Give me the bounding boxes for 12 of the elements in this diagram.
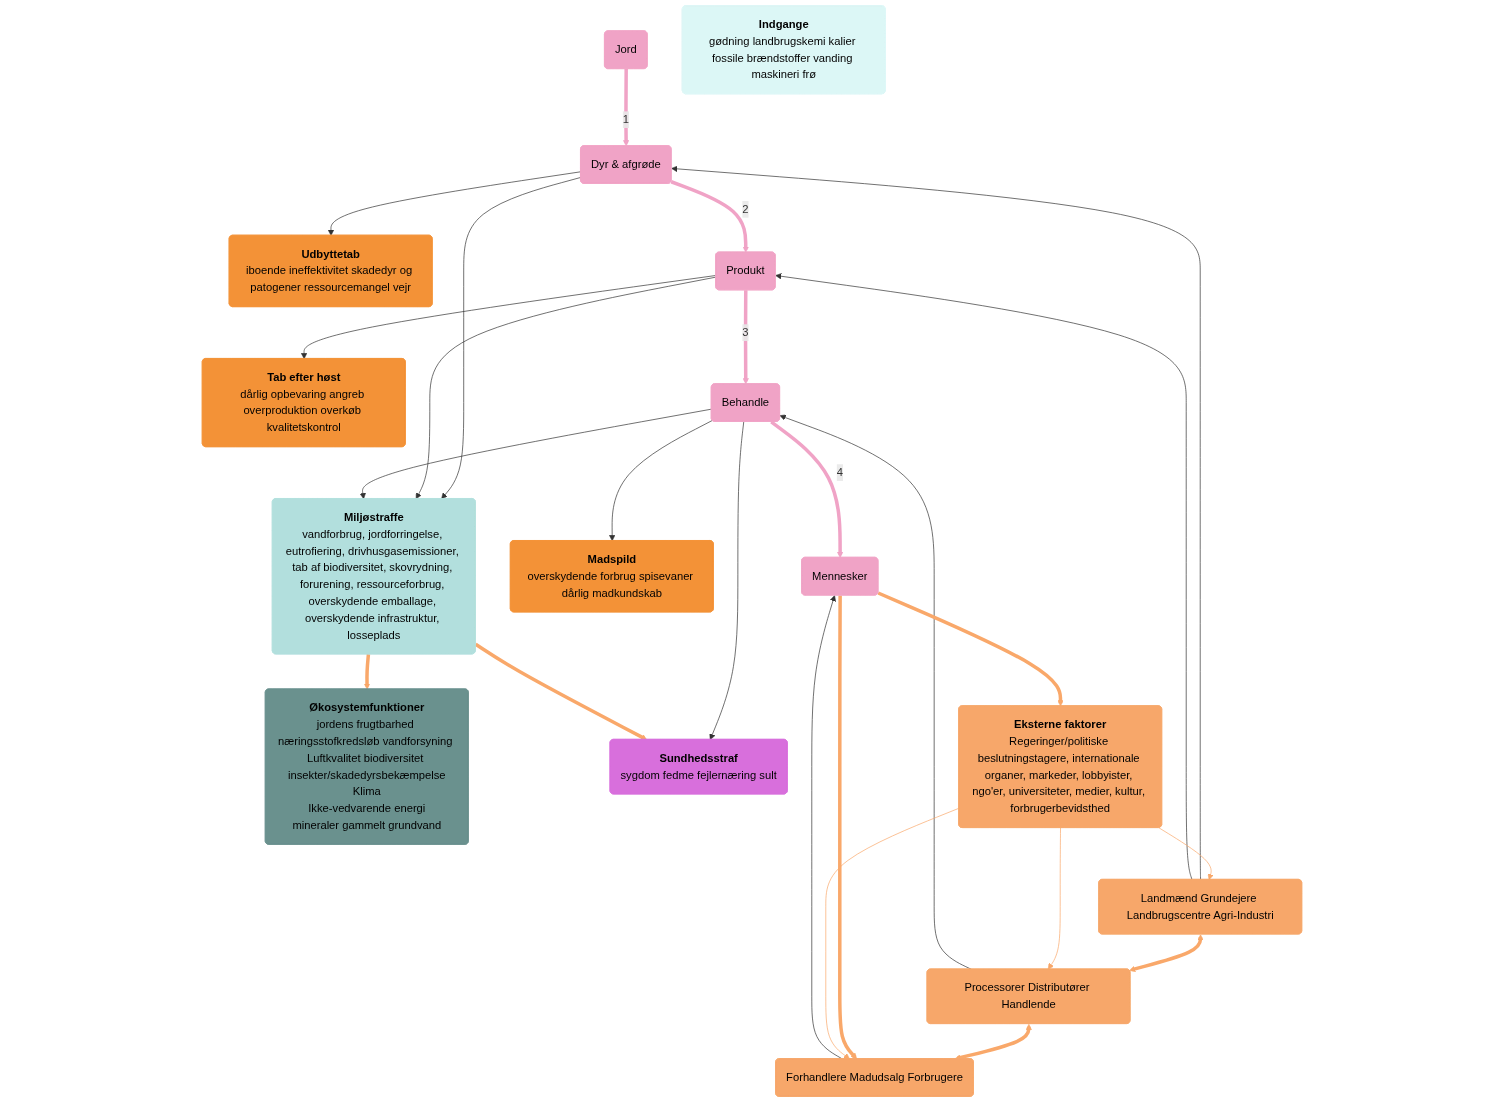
arrow [474,642,648,740]
arrow [877,591,1064,707]
arrow [770,420,844,558]
arrow [742,290,749,385]
edge-label: 3 [742,326,749,339]
arrow [838,595,858,1060]
arrow [670,180,749,253]
edge-label: 1 [622,113,629,126]
edge-label: 2 [742,203,749,215]
arrow [1129,934,1204,972]
edge-label: 4 [836,466,843,479]
arrow [363,654,371,690]
